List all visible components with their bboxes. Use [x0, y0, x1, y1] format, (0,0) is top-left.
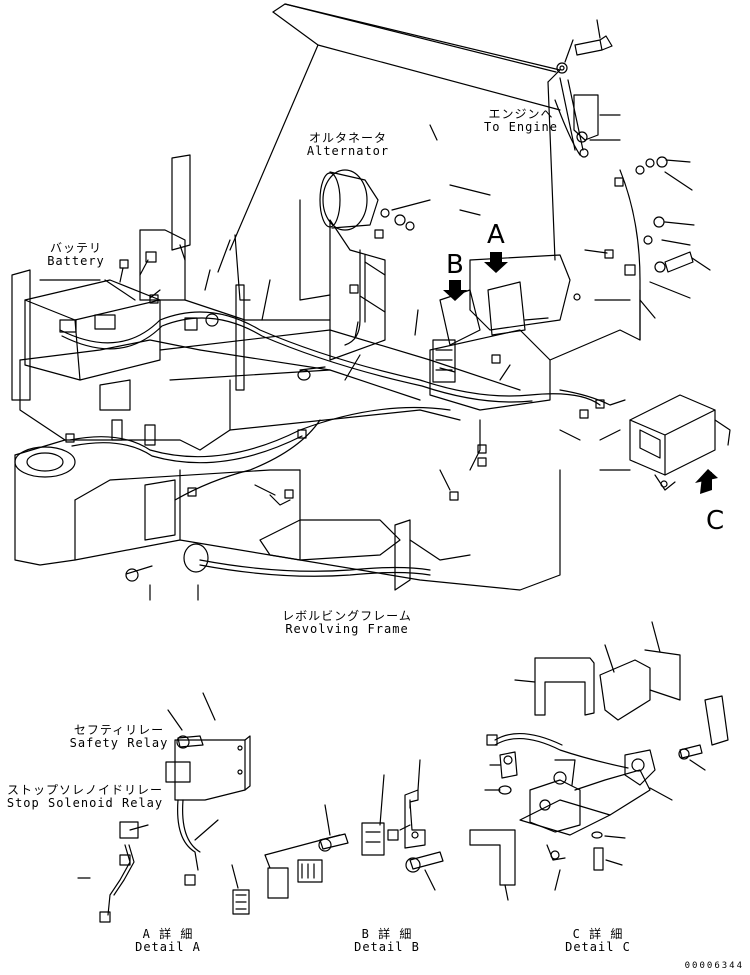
- label-safety-relay-en: Safety Relay: [69, 736, 169, 750]
- label-battery-jp: バッテリ: [49, 241, 102, 255]
- label-stop-solenoid-jp: ストップソレノイドリレー: [6, 783, 163, 797]
- label-frame-jp: レボルビングフレーム: [282, 609, 412, 623]
- caption-detail-c-en: Detail C: [565, 940, 631, 954]
- relay-drawing: [629, 394, 731, 491]
- drawing-number: 00006344: [684, 961, 744, 971]
- label-alternator-en: Alternator: [306, 144, 390, 158]
- caption-detail-c-jp: C 詳 細: [572, 927, 624, 941]
- label-safety-relay: セフティリレー Safety Relay: [60, 724, 178, 750]
- caption-detail-a: A 詳 細 Detail A: [118, 928, 218, 954]
- view-letter-a: A: [487, 220, 505, 250]
- caption-detail-b-en: Detail B: [354, 940, 420, 954]
- view-letter-b: B: [446, 250, 464, 280]
- battery-drawing: [11, 269, 161, 411]
- detail-c-drawing: [469, 621, 729, 901]
- label-engine-jp: エンジンへ: [488, 107, 554, 121]
- view-letter-c: C: [706, 506, 725, 536]
- wire-harness-drawing: [59, 77, 641, 577]
- caption-detail-b-jp: B 詳 細: [361, 927, 413, 941]
- label-engine: エンジンへ To Engine: [462, 108, 580, 134]
- label-alternator: オルタネータ Alternator: [288, 132, 408, 158]
- engine-hood-drawing: [229, 3, 561, 261]
- caption-detail-a-en: Detail A: [135, 940, 201, 954]
- label-safety-relay-jp: セフティリレー: [73, 723, 165, 737]
- label-stop-solenoid-en: Stop Solenoid Relay: [6, 796, 164, 810]
- label-alternator-jp: オルタネータ: [308, 131, 387, 145]
- label-battery: バッテリ Battery: [36, 242, 116, 268]
- detail-b-drawing: [231, 759, 444, 915]
- label-battery-en: Battery: [47, 254, 105, 268]
- caption-detail-b: B 詳 細 Detail B: [337, 928, 437, 954]
- alternator-drawing: [319, 169, 431, 231]
- label-engine-en: To Engine: [483, 120, 559, 134]
- revolving-frame-drawing: [14, 154, 641, 591]
- caption-detail-c: C 詳 細 Detail C: [548, 928, 648, 954]
- leader-lines-top: [119, 19, 711, 601]
- small-parts-drawing: [65, 35, 694, 582]
- label-frame-en: Revolving Frame: [285, 622, 409, 636]
- view-arrows-drawing: [443, 252, 718, 494]
- detail-a-drawing: [77, 692, 251, 923]
- caption-detail-a-jp: A 詳 細: [142, 927, 194, 941]
- label-stop-solenoid-relay: ストップソレノイドリレー Stop Solenoid Relay: [0, 784, 170, 810]
- label-revolving-frame: レボルビングフレーム Revolving Frame: [262, 610, 432, 636]
